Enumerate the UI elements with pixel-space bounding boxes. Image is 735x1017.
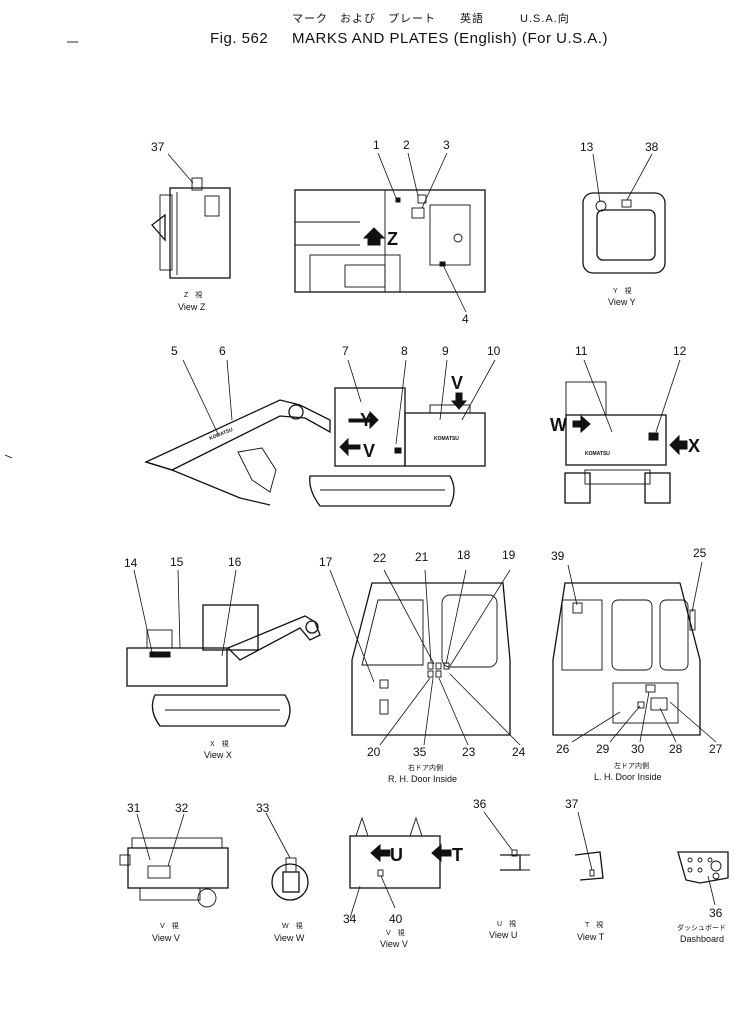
callout-5: 5 [171,344,178,358]
callout-31: 31 [127,801,141,815]
callout-38: 37 [151,140,165,154]
view-z-drawing [151,177,231,279]
view-v-engine-drawing [119,813,229,908]
callout-24: 24 [512,745,526,759]
caption-view-u-jp: U 視 [497,921,517,928]
caption-lh-door-jp: 左ドア内側 [614,763,649,770]
rear-view-excavator: KOMATSU W X [550,359,700,504]
callout-28: 28 [669,742,683,756]
callout-12: 12 [673,344,687,358]
callout-4: 4 [462,312,469,326]
view-v-panel-drawing: U T [349,816,463,919]
figure-number: Fig. 562 [210,30,269,47]
callout-9: 9 [442,344,449,358]
caption-view-z-jp: Z 視 [184,292,203,299]
caption-rh-door: R. H. Door Inside [388,774,458,784]
caption-view-t: View T [577,932,605,942]
callout-25: 25 [693,546,707,560]
caption-view-y: View Y [608,297,636,307]
caption-lh-door: L. H. Door Inside [594,772,662,782]
callout-32: 32 [175,801,189,815]
view-u-drawing [483,811,530,871]
callout-29: 29 [596,742,610,756]
caption-dashboard-jp: ダッシュボード [677,925,726,932]
rh-door-drawing [329,569,521,746]
caption-view-v1: View V [152,933,180,943]
lh-door-drawing [552,561,717,743]
callout-33: 33 [256,801,270,815]
callout-3: 3 [443,138,450,152]
arrow-letter-w: W [550,415,567,435]
callout-18: 18 [457,548,471,562]
view-w-drawing [265,812,309,901]
callout-39: 38 [645,140,659,154]
callout-40: 39 [551,549,565,563]
callout-13: 13 [580,140,594,154]
caption-view-y-jp: Y 視 [613,288,632,295]
arrow-letter-z: Z [387,229,398,249]
callout-37-u: 36 [473,797,487,811]
callout-23: 23 [462,745,476,759]
figure-title: MARKS AND PLATES (English) (For U.S.A.) [292,30,608,47]
caption-view-x: View X [204,750,232,760]
view-y-drawing [582,153,666,274]
callout-2: 2 [403,138,410,152]
callout-34: 34 [343,912,357,926]
caption-view-u: View U [489,930,518,940]
caption-view-x-jp: X 視 [210,741,229,748]
view-t-drawing [574,811,604,881]
callout-10: 10 [487,344,501,358]
callout-6: 6 [219,344,226,358]
arrow-letter-x: X [688,436,700,456]
callout-30: 30 [631,742,645,756]
caption-view-v1-jp: V 視 [160,923,179,930]
callout-41: 40 [389,912,403,926]
arrow-letter-t: T [452,845,463,865]
caption-view-z: View Z [178,302,206,312]
callout-8: 8 [401,344,408,358]
caption-view-v2: View V [380,939,408,949]
caption-view-w: View W [274,933,305,943]
side-view-excavator: KOMATSU Y V V KOMATSU [144,359,496,507]
arrow-letter-u: U [390,845,403,865]
caption-dashboard: Dashboard [680,934,725,944]
arrow-letter-v: V [363,441,375,461]
callout-14: 14 [124,556,138,570]
caption-view-t-jp: T 視 [585,922,604,929]
callout-17: 17 [319,555,333,569]
callout-1: 1 [373,138,380,152]
rear-brand-text: KOMATSU [585,451,610,457]
callout-15: 15 [170,555,184,569]
dashboard-drawing [677,851,729,906]
caption-view-v2-jp: V 視 [386,930,405,937]
callout-7: 7 [342,344,349,358]
cab-brand-text: KOMATSU [434,436,459,442]
caption-view-w-jp: W 視 [282,923,303,930]
callout-21: 21 [415,550,429,564]
callout-20: 20 [367,745,381,759]
callout-19: 19 [502,548,516,562]
callout-22: 22 [373,551,387,565]
callout-37-t: 37 [565,797,579,811]
view-x-drawing [126,569,321,727]
callout-36: 36 [709,906,723,920]
callout-26: 26 [556,742,570,756]
arrow-letter-v-top: V [451,373,463,393]
boom-brand-text: KOMATSU [209,427,235,442]
callout-27: 27 [709,742,723,756]
caption-rh-door-jp: 右ドア内側 [408,765,443,772]
callout-11: 11 [575,344,588,358]
top-view-drawing: Z [294,152,486,313]
header-japanese-title: マーク および プレート 英語 U.S.A.向 [292,13,570,25]
callout-35: 35 [413,745,427,759]
arrow-letter-y: Y [360,410,372,430]
callout-16: 16 [228,555,242,569]
